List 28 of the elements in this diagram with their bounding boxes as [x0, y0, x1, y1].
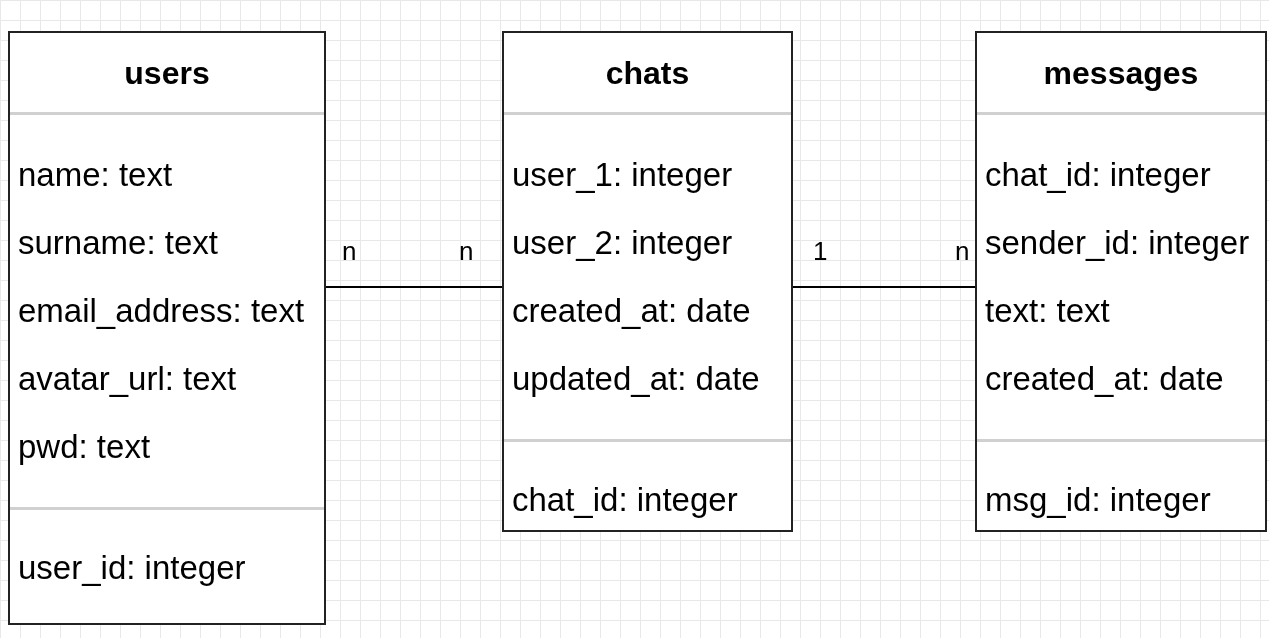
- attribute-text: chat_id: integer: [984, 155, 1211, 196]
- multiplicity-label: 1: [813, 238, 828, 264]
- key-attribute-text: msg_id: integer: [984, 480, 1211, 521]
- key-attribute-text: chat_id: integer: [511, 480, 738, 521]
- attribute-text: name: text: [17, 155, 173, 196]
- attribute-text: created_at: date: [984, 359, 1224, 400]
- class-box: [502, 31, 793, 532]
- class-name: chats: [605, 56, 690, 89]
- class-name: messages: [1043, 56, 1199, 89]
- class-box: [8, 31, 326, 625]
- attribute-text: sender_id: integer: [984, 223, 1250, 264]
- attribute-text: user_2: integer: [511, 223, 733, 264]
- multiplicity-label: n: [342, 238, 357, 264]
- multiplicity-label: n: [459, 238, 474, 264]
- multiplicity-label: n: [955, 238, 970, 264]
- attribute-text: user_1: integer: [511, 155, 733, 196]
- attribute-text: created_at: date: [511, 291, 751, 332]
- attribute-text: text: text: [984, 291, 1110, 332]
- connector-line: [792, 286, 976, 288]
- attribute-text: pwd: text: [17, 427, 151, 468]
- class-box: [975, 31, 1267, 532]
- class-name: users: [124, 56, 210, 89]
- attribute-text: surname: text: [17, 223, 218, 264]
- connector-line: [325, 286, 503, 288]
- key-attribute-text: user_id: integer: [17, 548, 246, 589]
- attribute-text: email_address: text: [17, 291, 305, 332]
- attribute-text: updated_at: date: [511, 359, 760, 400]
- attribute-text: avatar_url: text: [17, 359, 237, 400]
